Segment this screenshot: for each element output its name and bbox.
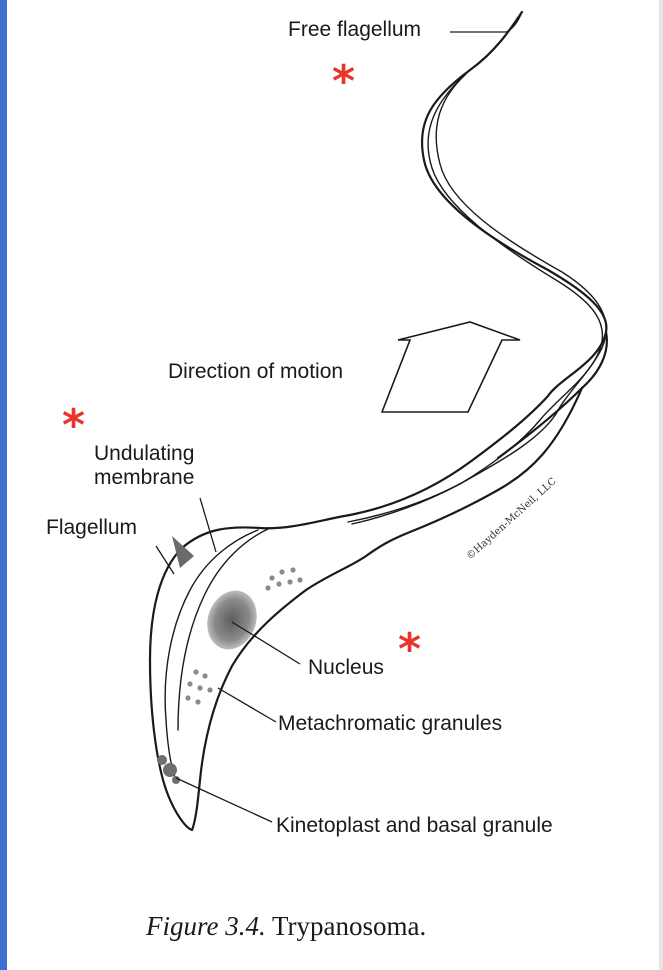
undulating-membrane-label-line2: membrane [94, 466, 194, 489]
leader-lines [155, 497, 301, 823]
direction-arrow [380, 321, 521, 413]
right-edge-bar [659, 0, 663, 970]
annotation-asterisk-nucleus: * [398, 624, 421, 675]
nucleus [207, 590, 257, 650]
undulating-membrane-label-line1: Undulating [94, 442, 194, 465]
copyright-credit: ©Hayden-McNeil, LLC [465, 476, 559, 562]
flagellum-label: Flagellum [46, 516, 137, 539]
granules-upper [265, 567, 303, 591]
flagellum-marker [172, 536, 194, 568]
figure-caption: Figure 3.4. Trypanosoma. [145, 911, 426, 941]
metachromatic-granules-label: Metachromatic granules [278, 712, 502, 735]
figure-number: Figure 3.4. [145, 911, 266, 941]
annotation-asterisk-top: * [332, 56, 355, 107]
direction-of-motion-label: Direction of motion [168, 360, 343, 383]
free-flagellum-label: Free flagellum [288, 18, 421, 41]
figure-title: Trypanosoma. [272, 911, 426, 941]
nucleus-label: Nucleus [308, 656, 384, 679]
annotation-asterisk-left: * [62, 400, 85, 451]
left-accent-bar [0, 0, 7, 970]
kinetoplast [157, 755, 180, 784]
kinetoplast-label: Kinetoplast and basal granule [276, 814, 553, 837]
free-flagellum-strands [347, 10, 608, 525]
metachromatic-granules [185, 669, 213, 705]
